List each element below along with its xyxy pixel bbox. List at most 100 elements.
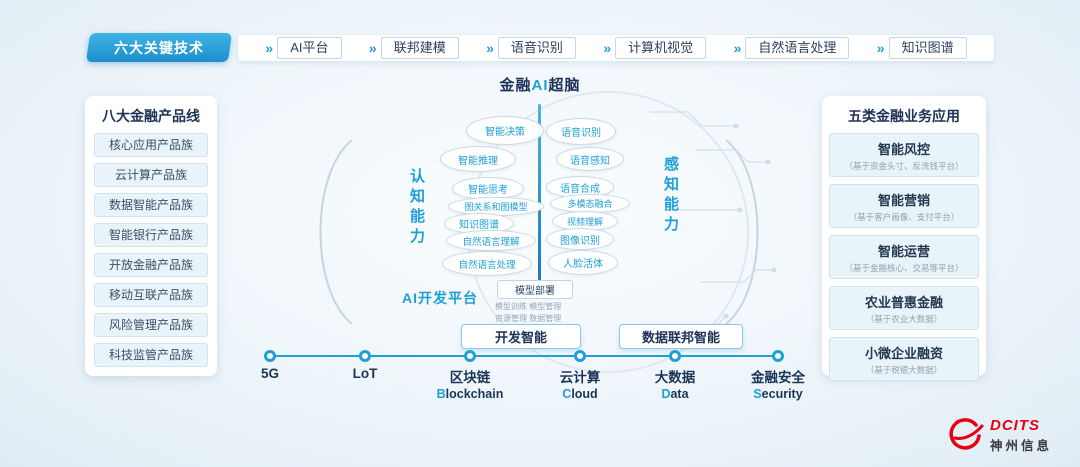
timeline-label: LoT <box>310 366 420 381</box>
application-subtitle: （基于税银大数据） <box>865 365 943 375</box>
timeline-label: 金融安全 Security <box>723 366 833 401</box>
section-title-badge: 六大关键技术 <box>88 33 230 62</box>
data-federation-button: 数据联邦智能 <box>619 324 743 349</box>
timeline-node-dot <box>264 350 276 362</box>
timeline-node-dot <box>669 350 681 362</box>
application-subtitle: （基于农业大数据） <box>865 314 943 324</box>
timeline-label-en: Data <box>620 387 730 401</box>
capability-bubble: 自然语言处理 <box>442 251 532 276</box>
product-line-item: 数据智能产品族 <box>94 193 208 217</box>
product-line-item: 移动互联产品族 <box>94 283 208 307</box>
timeline-label-cn: 金融安全 <box>751 370 805 385</box>
chevron-right-icon: » <box>486 40 494 56</box>
brain-title: 金融AI超脑 <box>470 74 610 95</box>
product-line-item: 科技监管产品族 <box>94 343 208 367</box>
section-title: 六大关键技术 <box>114 39 204 56</box>
product-lines-panel: 八大金融产品线 核心应用产品族 云计算产品族 数据智能产品族 智能银行产品族 开… <box>85 96 217 376</box>
capability-bubble: 语音识别 <box>546 118 616 145</box>
tech-item-label: 自然语言处理 <box>745 37 850 59</box>
tech-item: » 自然语言处理 <box>734 37 850 59</box>
tech-item-label: 语音识别 <box>497 37 576 59</box>
logo-company: 神州信息 <box>990 438 1053 453</box>
business-applications-panel: 五类金融业务应用 智能风控 （基于资金头寸、反洗钱平台） 智能营销 （基于客户画… <box>822 96 986 381</box>
ai-platform-label: AI开发平台 <box>402 290 478 306</box>
brain-title-part-accent: AI <box>531 77 549 94</box>
tech-item-label: 计算机视觉 <box>615 37 707 59</box>
timeline-label-cn: LoT <box>352 366 378 381</box>
tech-item: » 计算机视觉 <box>603 37 707 59</box>
application-item: 农业普惠金融 （基于农业大数据） <box>829 286 979 330</box>
timeline-label-en: Cloud <box>525 387 635 401</box>
timeline-node-dot <box>464 350 476 362</box>
panel-title: 八大金融产品线 <box>102 108 200 124</box>
timeline-label-en: Blockchain <box>415 387 525 401</box>
model-deploy-box: 模型部署 <box>497 280 573 299</box>
timeline-label-cn: 云计算 <box>559 370 601 385</box>
timeline-en-initial: C <box>562 387 572 401</box>
timeline-label: 云计算 Cloud <box>525 366 635 401</box>
panel-title: 五类金融业务应用 <box>848 108 960 124</box>
capability-bubble: 语音感知 <box>556 147 624 171</box>
chevron-right-icon: » <box>603 40 612 56</box>
timeline-en-initial: S <box>753 387 762 401</box>
tech-item: » AI平台 <box>265 37 342 59</box>
capability-bubble: 人脸活体 <box>548 250 618 275</box>
capability-bubble: 智能决策 <box>466 116 544 145</box>
timeline-label: 5G <box>215 366 325 381</box>
capability-bubble: 图像识别 <box>546 228 614 250</box>
capability-bubble: 自然语言理解 <box>446 230 536 251</box>
application-item: 智能风控 （基于资金头寸、反洗钱平台） <box>829 133 979 177</box>
application-item: 小微企业融资 （基于税银大数据） <box>829 337 979 381</box>
key-technologies-bar: » AI平台 » 联邦建模 » 语音识别 » 计算机视觉 » 自然语言处理 » … <box>238 35 994 61</box>
application-title: 农业普惠金融 <box>864 295 943 310</box>
tech-item: » 知识图谱 <box>877 37 967 59</box>
timeline-en-initial: B <box>436 387 446 401</box>
brain-title-part: 金融 <box>499 77 532 94</box>
timeline-en-rest: ata <box>670 387 689 401</box>
tech-item: » 语音识别 <box>486 37 576 59</box>
cognitive-ability-label: 认知能力 <box>408 168 425 248</box>
application-title: 智能运营 <box>877 244 930 259</box>
timeline-label-cn: 区块链 <box>449 370 491 385</box>
chevron-right-icon: » <box>265 40 274 56</box>
chevron-right-icon: » <box>368 40 377 56</box>
logo-brand: DCITS <box>990 416 1040 434</box>
product-line-item: 核心应用产品族 <box>94 133 208 157</box>
tech-item-label: AI平台 <box>277 37 342 59</box>
timeline-line <box>270 355 778 357</box>
chevron-right-icon: » <box>876 40 885 56</box>
timeline-en-rest: lockchain <box>445 387 504 401</box>
application-item: 智能营销 （基于客户画像、支付平台） <box>829 184 979 228</box>
logo-text: DCITS 神州信息 <box>990 417 1052 454</box>
application-subtitle: （基于资金头寸、反洗钱平台） <box>844 161 964 171</box>
application-title: 小微企业融资 <box>864 346 943 361</box>
chevron-right-icon: » <box>733 40 742 56</box>
tech-item-label: 知识图谱 <box>888 37 967 59</box>
application-title: 智能风控 <box>877 142 930 157</box>
tech-item: » 联邦建模 <box>369 37 459 59</box>
dcits-logo-icon <box>949 418 984 450</box>
application-subtitle: （基于金融核心、交易等平台） <box>844 263 964 273</box>
deploy-detail-line: 资源管理 数据管理 <box>495 314 562 323</box>
develop-intelligence-button: 开发智能 <box>461 324 581 349</box>
product-line-item: 智能银行产品族 <box>94 223 208 247</box>
timeline-en-initial: D <box>661 387 671 401</box>
product-line-item: 开放金融产品族 <box>94 253 208 277</box>
timeline-node-dot <box>574 350 586 362</box>
timeline-label-cn: 5G <box>260 366 279 381</box>
application-item: 智能运营 （基于金融核心、交易等平台） <box>829 235 979 279</box>
deploy-detail-line: 模型训练 模型管理 <box>495 302 562 311</box>
timeline-en-rest: ecurity <box>761 387 803 401</box>
capability-bubble: 智能推理 <box>440 146 516 172</box>
brain-title-part: 超脑 <box>548 77 581 94</box>
timeline-label: 区块链 Blockchain <box>415 366 525 401</box>
timeline-node-dot <box>772 350 784 362</box>
center-divider-line <box>538 104 541 286</box>
application-subtitle: （基于客户画像、支付平台） <box>848 212 960 222</box>
timeline-node-dot <box>359 350 371 362</box>
application-title: 智能营销 <box>877 193 930 208</box>
timeline-en-rest: loud <box>571 387 598 401</box>
perception-ability-label: 感知能力 <box>662 156 679 236</box>
timeline-label: 大数据 Data <box>620 366 730 401</box>
